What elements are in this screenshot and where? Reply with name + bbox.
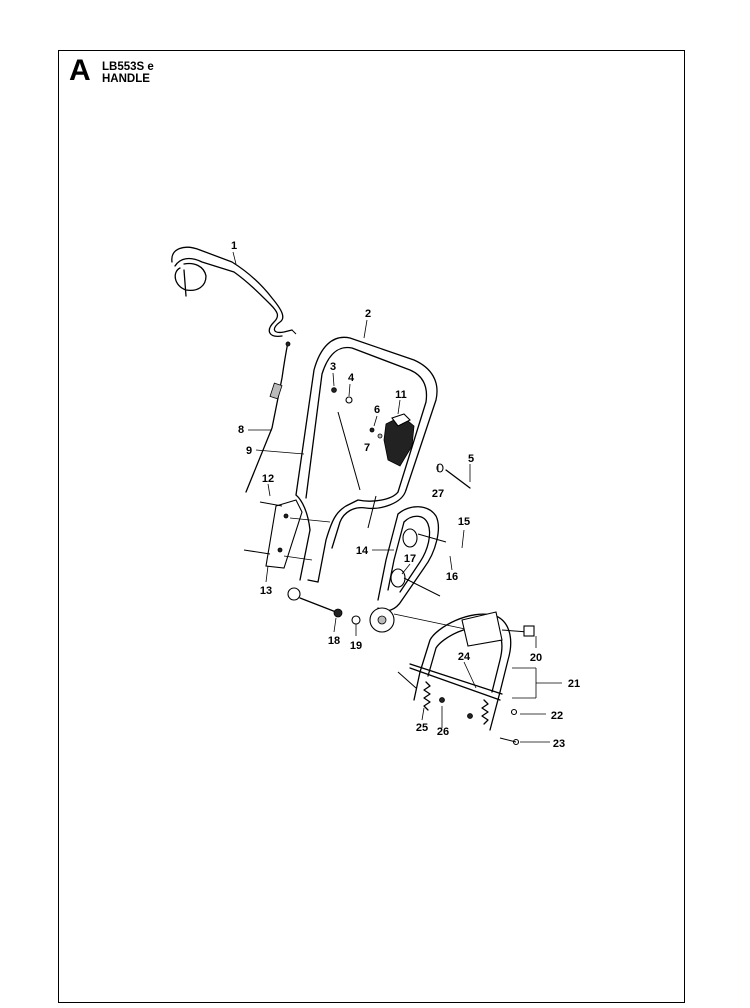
callout-21: 21 bbox=[568, 678, 580, 690]
callout-23: 23 bbox=[553, 738, 565, 750]
part-1-control-bail bbox=[171, 246, 297, 337]
callout-16: 16 bbox=[446, 571, 458, 583]
part-21-lower-frame bbox=[397, 611, 535, 746]
part-2-upper-handle bbox=[295, 336, 438, 583]
callout-13: 13 bbox=[260, 585, 272, 597]
part-wheel-knob bbox=[369, 607, 471, 633]
callout-11: 11 bbox=[395, 389, 407, 401]
small-hardware bbox=[331, 387, 383, 439]
callout-22: 22 bbox=[551, 710, 563, 722]
callout-7: 7 bbox=[364, 442, 370, 454]
callout-27: 27 bbox=[432, 488, 444, 500]
callout-24: 24 bbox=[458, 651, 471, 663]
part-25-springs bbox=[423, 681, 489, 725]
callout-20: 20 bbox=[530, 652, 542, 664]
leader-lines bbox=[232, 251, 562, 743]
callout-2: 2 bbox=[365, 308, 371, 320]
model-title: LB553S e bbox=[102, 61, 154, 73]
callout-25: 25 bbox=[416, 722, 428, 734]
page-frame bbox=[58, 50, 685, 1003]
part-13-bracket bbox=[243, 499, 331, 569]
callout-3: 3 bbox=[330, 361, 336, 373]
callout-12: 12 bbox=[262, 473, 274, 485]
callout-1: 1 bbox=[231, 240, 237, 252]
callout-18: 18 bbox=[328, 635, 340, 647]
part-5-bolt bbox=[436, 463, 471, 489]
section-letter: A bbox=[69, 54, 91, 87]
callout-8: 8 bbox=[238, 424, 244, 436]
callout-26: 26 bbox=[437, 726, 449, 738]
callout-6: 6 bbox=[374, 404, 380, 416]
callout-15: 15 bbox=[458, 516, 470, 528]
callout-19: 19 bbox=[350, 640, 362, 652]
assembly-title: HANDLE bbox=[102, 73, 150, 85]
callout-17: 17 bbox=[404, 553, 416, 565]
callout-14: 14 bbox=[356, 545, 369, 557]
part-11-switch-box bbox=[383, 413, 415, 467]
callout-labels: 1 2 3 4 5 6 7 8 9 11 12 13 14 15 16 17 1… bbox=[231, 240, 580, 750]
callout-9: 9 bbox=[246, 445, 252, 457]
part-14-lower-handle bbox=[377, 506, 447, 612]
callout-4: 4 bbox=[348, 372, 355, 384]
part-18-cable-ball bbox=[287, 587, 361, 625]
callout-5: 5 bbox=[468, 453, 474, 465]
part-8-cable bbox=[245, 341, 291, 493]
